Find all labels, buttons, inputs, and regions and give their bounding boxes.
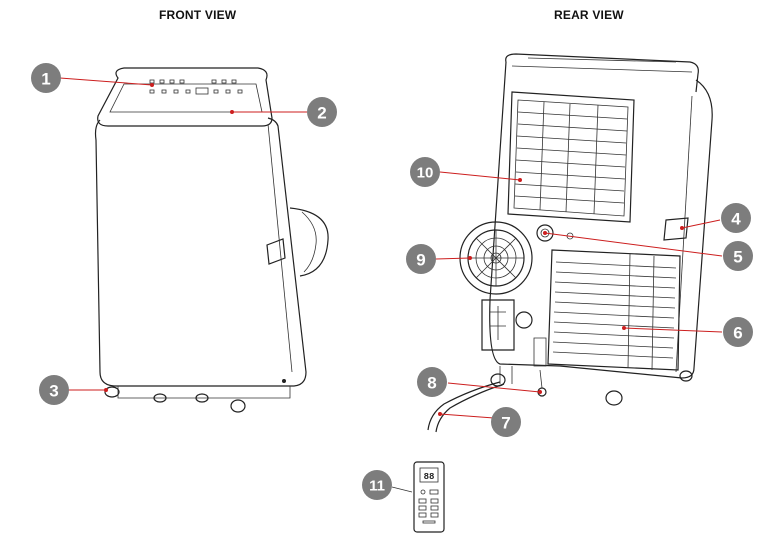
svg-text:2: 2 xyxy=(317,104,326,123)
svg-text:7: 7 xyxy=(501,414,510,433)
svg-text:1: 1 xyxy=(41,70,50,89)
callout-badge-2: 2 xyxy=(307,97,337,127)
callout-badge-5: 5 xyxy=(723,241,753,271)
callout-badge-8: 8 xyxy=(417,367,447,397)
upper-grille-slats xyxy=(515,102,627,214)
lower-grille-slats xyxy=(553,254,676,370)
callout-badge-3: 3 xyxy=(39,375,69,405)
rear-wheel xyxy=(606,391,622,405)
remote-screen-digits: 88 xyxy=(424,472,435,482)
svg-text:4: 4 xyxy=(731,210,741,229)
callout-badge-10: 10 xyxy=(410,157,440,187)
front-control-panel xyxy=(110,84,262,112)
lower-filter-grille xyxy=(548,250,680,370)
front-base xyxy=(118,386,290,398)
callout-badge-9: 9 xyxy=(406,244,436,274)
front-panel-buttons xyxy=(150,80,242,94)
remote-control: 88 xyxy=(414,462,444,532)
front-top-cap xyxy=(98,68,272,126)
front-side-handle xyxy=(267,239,285,264)
callout-badge-7: 7 xyxy=(491,407,521,437)
callout-badge-6: 6 xyxy=(723,317,753,347)
callout-badge-4: 4 xyxy=(721,203,751,233)
front-body xyxy=(96,118,307,386)
callout-badge-1: 1 xyxy=(31,63,61,93)
svg-text:11: 11 xyxy=(369,478,385,495)
remote-buttons xyxy=(419,490,438,523)
front-side-edge xyxy=(268,124,292,372)
svg-text:9: 9 xyxy=(416,251,425,270)
svg-text:3: 3 xyxy=(49,382,58,401)
svg-text:5: 5 xyxy=(733,248,742,267)
power-inlet xyxy=(516,312,532,328)
callout-badge-11: 11 xyxy=(362,470,392,500)
svg-text:10: 10 xyxy=(417,165,434,182)
front-wheel-right xyxy=(231,400,245,412)
exhaust-collar-grid xyxy=(468,230,524,286)
svg-text:8: 8 xyxy=(427,374,436,393)
rear-unit xyxy=(428,54,712,432)
svg-text:6: 6 xyxy=(733,324,742,343)
front-unit xyxy=(96,68,329,412)
